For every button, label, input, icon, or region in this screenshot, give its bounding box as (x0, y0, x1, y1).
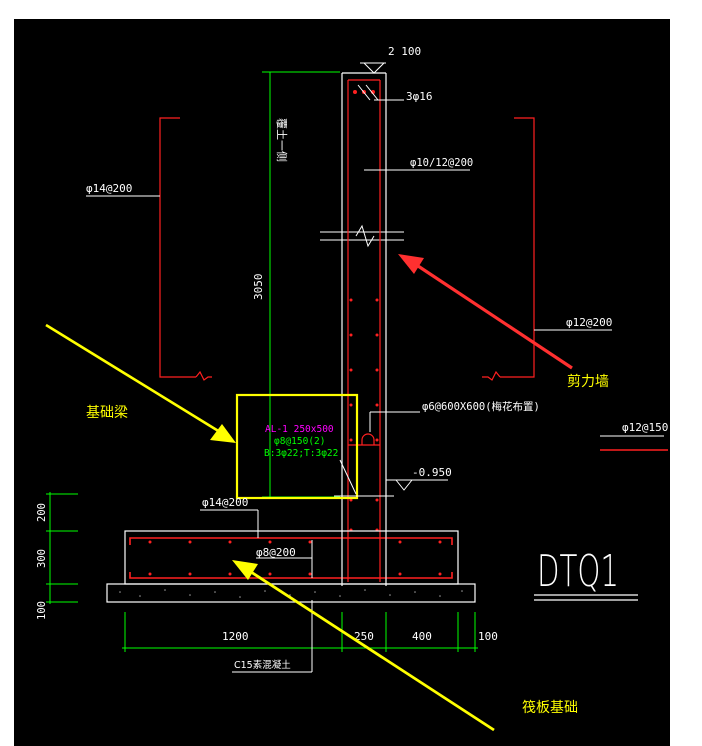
elevation-label: -0.950 (412, 466, 452, 479)
raft-slab-rebar-dots (148, 540, 442, 576)
beam-title-label: AL-1 250x500 (265, 424, 334, 435)
left-dim-2: 300 (36, 549, 48, 568)
far-right-bars (600, 435, 668, 451)
right-rebar-bracket (482, 117, 535, 381)
backfill-side-label: 覆土一侧 (275, 118, 288, 162)
raft-foundation-callout: 筏板基础 (522, 699, 578, 716)
beam-bars-label: B:3φ22;T:3φ22 (264, 448, 338, 459)
top-bars-leader (357, 84, 404, 101)
left-rebar-bracket (159, 117, 212, 381)
slab-top-bars-label: φ14@200 (202, 496, 248, 509)
wall-bars-label: φ10/12@200 (410, 157, 473, 169)
slab-bot-bars-label: φ8@200 (256, 546, 296, 559)
wall-rebar-dots (349, 90, 379, 532)
wall-rebar (347, 79, 381, 582)
height-dim-label: 3050 (252, 274, 265, 301)
top-dim-label: 2 100 (388, 45, 421, 58)
cushion-hatch (119, 589, 463, 598)
right-bars-label: φ12@200 (566, 316, 612, 329)
cushion-layer (106, 583, 476, 603)
foundation-beam-callout: 基础梁 (86, 404, 128, 421)
tie-bars-label: φ6@600X600(梅花布置) (422, 400, 540, 413)
bottom-dim-3: 400 (412, 630, 432, 643)
top-bars-label: 3φ16 (406, 90, 433, 103)
break-line-symbol (320, 224, 404, 248)
foundation-beam-arrow (45, 323, 236, 443)
detail-name-label: DTQ1 (537, 546, 619, 597)
bottom-dim-4: 100 (478, 630, 498, 643)
beam-stirrup-label: φ8@150(2) (274, 436, 325, 447)
left-dim-1: 200 (36, 503, 48, 522)
beam-leader (339, 459, 357, 495)
bottom-dim-2: 250 (354, 630, 374, 643)
wall-stub-in-slab (334, 495, 394, 586)
elevation-marker (386, 479, 448, 491)
bottom-dim-1: 1200 (222, 630, 249, 643)
left-dimension-line (46, 492, 78, 604)
shear-wall-arrow (398, 254, 573, 370)
shear-wall-callout: 剪力墙 (567, 374, 609, 390)
left-dim-3: 100 (36, 601, 48, 620)
foundation-beam-highlight-box (235, 393, 359, 500)
concrete-label: C15素混凝土 (234, 659, 291, 671)
raft-slab-rebar (129, 537, 453, 579)
far-right-bars-label: φ12@150 (622, 421, 668, 434)
raft-foundation-arrow (232, 560, 495, 732)
top-dimension: 2 100 (360, 45, 421, 74)
tie-bars-marker (361, 411, 420, 445)
left-bars-label: φ14@200 (86, 182, 132, 195)
